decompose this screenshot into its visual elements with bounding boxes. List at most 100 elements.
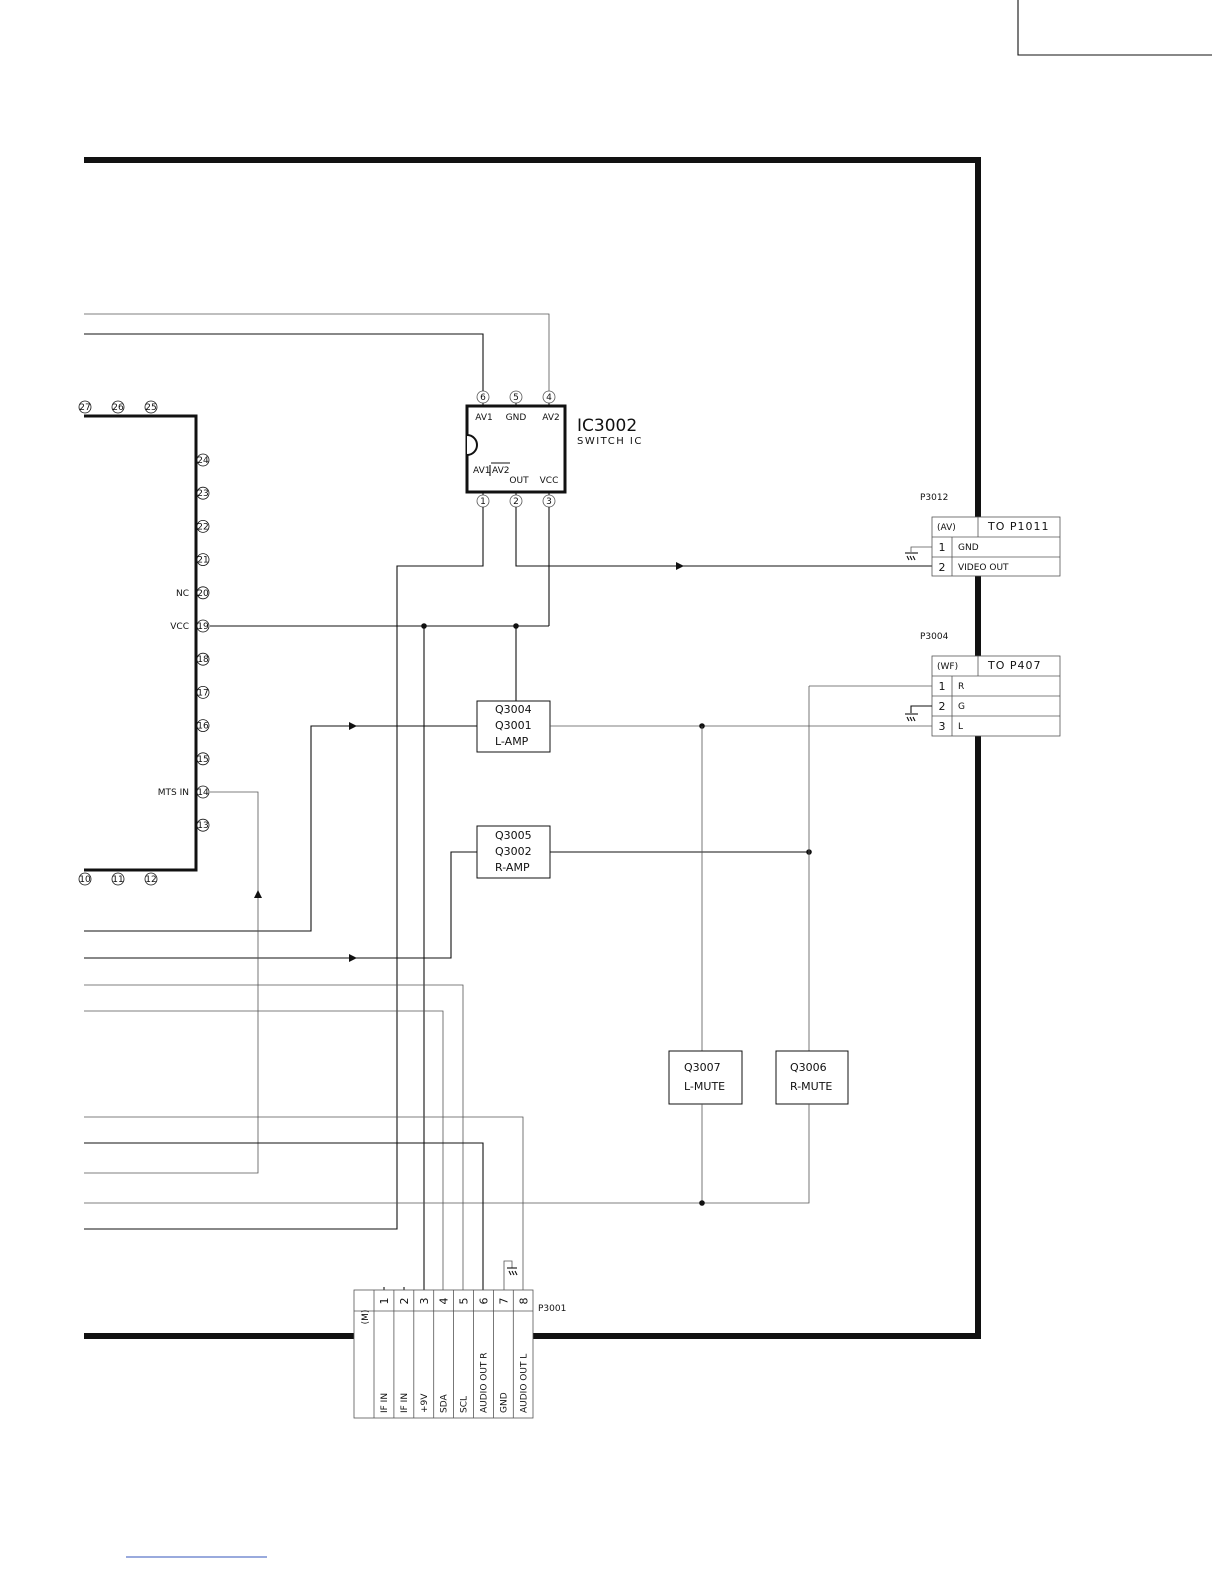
p3001-pin3-num: 3 — [418, 1298, 431, 1305]
p3001-pin7-label: GND — [499, 1392, 509, 1413]
main-ic-pin-16-num: 16 — [197, 722, 209, 732]
wire-mute-control — [84, 1104, 810, 1204]
p3001-pin2-num: 2 — [398, 1298, 411, 1305]
r-amp-line2: Q3002 — [495, 845, 532, 858]
p3001-pin8-num: 8 — [517, 1298, 530, 1305]
p3004-name: P3004 — [920, 632, 949, 642]
p3004-connector: P3004 (WF) TO P407 1 R 2 G 3 L — [920, 632, 1061, 737]
p3004-header: (WF) — [937, 662, 958, 672]
main-ic-pin-23-circle — [196, 486, 210, 500]
ic3002-inner-av1: AV1 — [473, 466, 490, 476]
main-ic-pin-19-num: 19 — [197, 622, 209, 632]
ground-symbol-p3012 — [905, 552, 918, 561]
main-ic-pin-14-label: MTS IN — [158, 788, 189, 798]
main-ic-pin-18-circle — [196, 652, 210, 666]
wire-p3012-gnd — [910, 546, 932, 552]
r-mute-line1: Q3006 — [790, 1061, 827, 1074]
l-mute-line1: Q3007 — [684, 1061, 721, 1074]
arrow-l-amp-in — [349, 722, 357, 730]
main-ic-pin-17-circle — [196, 686, 210, 699]
l-amp-line3: L-AMP — [495, 735, 529, 748]
ic3002-av1-label: AV1 — [475, 413, 492, 423]
ic3002-pin3-num: 3 — [546, 497, 552, 507]
p3012-pin2-label: VIDEO OUT — [958, 563, 1009, 573]
l-amp-line1: Q3004 — [495, 703, 532, 716]
p3001-pin6-num: 6 — [477, 1298, 490, 1305]
main-ic-pin-19-label: VCC — [170, 622, 189, 632]
p3004-dest: TO P407 — [987, 659, 1042, 672]
wire-video-out — [515, 507, 932, 567]
ground-symbol-p3001 — [507, 1267, 518, 1276]
p3012-pin1-label: GND — [958, 543, 979, 553]
main-ic-top-pin-25 — [144, 400, 158, 414]
p3012-name: P3012 — [920, 493, 948, 503]
ic3002-pin4-num: 4 — [546, 393, 552, 403]
wire-av1-input — [84, 333, 484, 391]
page-corner-frame — [1017, 0, 1212, 56]
p3001-pin7-num: 7 — [497, 1298, 510, 1305]
main-ic-top-pin-25-num: 25 — [145, 403, 156, 413]
p3001-pin5-label: SCL — [460, 1396, 470, 1413]
wire-audio-out-r — [84, 1142, 484, 1290]
ic3002-gnd-label: GND — [506, 413, 527, 423]
arrow-video-out — [676, 562, 684, 570]
main-ic-pin-24-num: 24 — [197, 456, 209, 466]
main-ic-pin-13-num: 13 — [197, 821, 208, 831]
r-amp-line3: R-AMP — [495, 861, 530, 874]
p3004-pin2-num: 2 — [939, 700, 946, 713]
wire-gnd-p3001 — [503, 1260, 513, 1290]
main-ic-pin-18-num: 18 — [197, 655, 209, 665]
p3012-header: (AV) — [937, 523, 956, 533]
ic3002-out-label: OUT — [509, 476, 529, 486]
l-amp-block: Q3004 Q3001 L-AMP — [476, 700, 551, 753]
ic3002-name: IC3002 — [577, 416, 637, 436]
ic3002-av2-label: AV2 — [542, 413, 559, 423]
wire-audio-out-l — [84, 1116, 524, 1290]
r-mute-block: Q3006 R-MUTE — [775, 1050, 849, 1105]
main-ic-pin-20-num: 20 — [197, 589, 209, 599]
main-ic-top-pin-27-num: 27 — [79, 403, 90, 413]
p3001-name: P3001 — [538, 1304, 566, 1314]
main-ic-bottom-pin-11-num: 11 — [112, 875, 123, 885]
p3001-pin8-label: AUDIO OUT L — [519, 1354, 529, 1413]
main-ic-bottom-pin-12-num: 12 — [145, 875, 156, 885]
p3001-pin3-label: +9V — [420, 1393, 430, 1413]
main-ic-pin-22-circle — [196, 520, 210, 533]
main-ic-top-pin-26-num: 26 — [112, 403, 124, 413]
p3001-pin1-label: IF IN — [380, 1393, 390, 1413]
junction-mute — [699, 1200, 705, 1206]
wire-av2-input — [84, 313, 550, 391]
wire-mts-in — [84, 791, 259, 1174]
p3001-header: (M) — [361, 1310, 371, 1325]
p3001-pin5-num: 5 — [458, 1298, 471, 1305]
r-amp-line1: Q3005 — [495, 829, 532, 842]
p3012-pin2-num: 2 — [939, 561, 946, 574]
main-ic-pin-13-circle — [196, 818, 210, 832]
p3001-pin4-num: 4 — [438, 1298, 451, 1305]
r-amp-block: Q3005 Q3002 R-AMP — [476, 825, 551, 879]
p3004-pin3-num: 3 — [939, 720, 946, 733]
main-ic-bottom-pin-11 — [111, 872, 125, 886]
ic3002-pin5-num: 5 — [513, 393, 519, 403]
main-ic-pin-14-circle — [196, 785, 210, 799]
r-mute-line2: R-MUTE — [790, 1080, 832, 1093]
ground-symbol-p3004 — [905, 713, 918, 722]
l-mute-line2: L-MUTE — [684, 1080, 725, 1093]
wire-sda — [84, 1010, 444, 1290]
main-ic-pin-15-circle — [196, 752, 210, 766]
main-ic-top-pin-26 — [111, 400, 125, 414]
main-ic-pin-21-circle — [196, 553, 210, 566]
p3004-pin1-label: R — [958, 682, 964, 692]
main-ic-top-pins: 27 26 25 — [78, 400, 158, 414]
arrow-r-amp-in — [349, 954, 357, 962]
main-ic-pin-19-circle — [196, 619, 210, 633]
ic3002-pin2-num: 2 — [513, 497, 519, 507]
main-ic-pin-24-circle — [196, 453, 210, 467]
main-ic-pin-14-num: 14 — [197, 788, 209, 798]
p3001-pin6-label: AUDIO OUT R — [479, 1352, 489, 1413]
p3012-connector: P3012 (AV) TO P1011 1 GND 2 VIDEO OUT — [920, 493, 1061, 577]
